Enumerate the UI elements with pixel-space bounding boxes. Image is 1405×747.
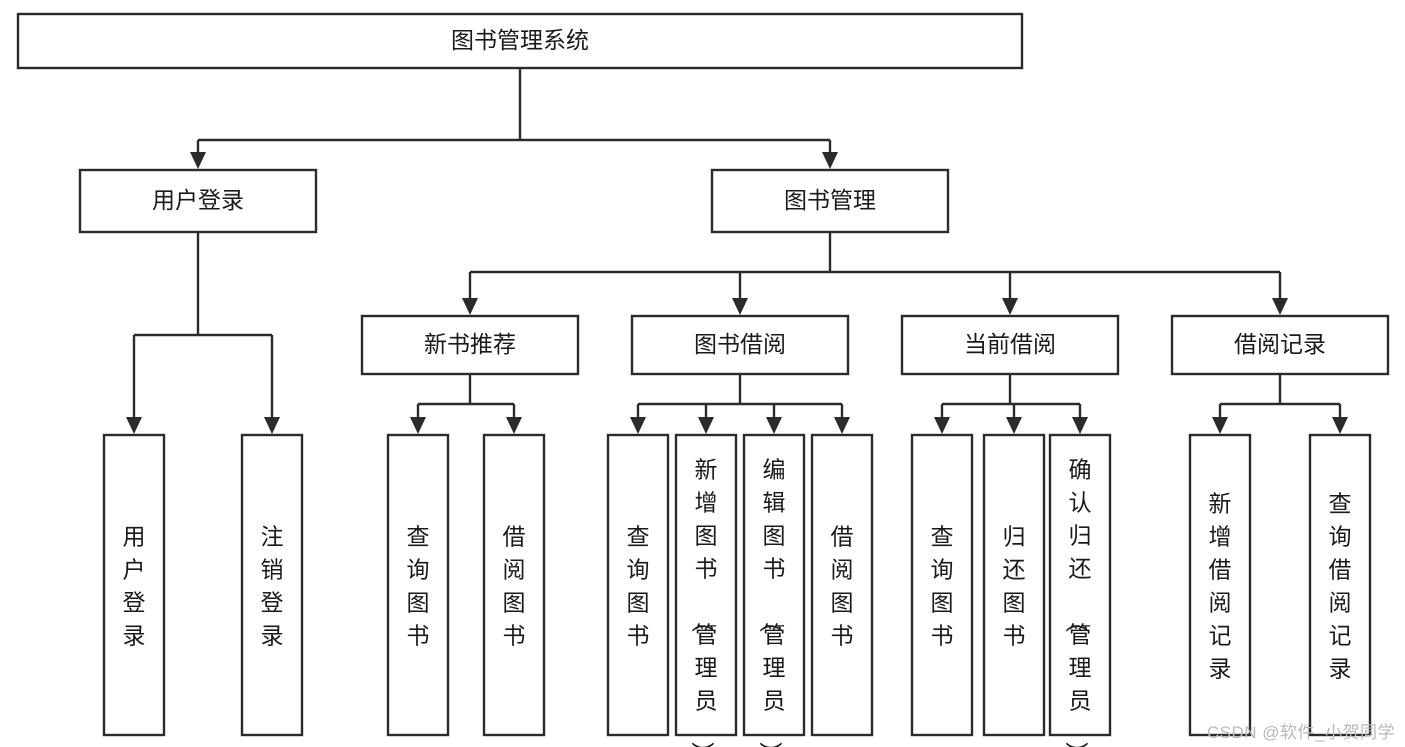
node-leaf-confirm-return[interactable]: 确认归还（管理员） [1048, 433, 1112, 747]
node-leaf-user-login-label: 用户登录 [123, 524, 146, 649]
node-leaf-borrow-book-1-rect [482, 433, 546, 737]
arrow-head-icon [732, 298, 748, 315]
arrow-head-icon [1332, 417, 1348, 434]
node-borrow-record[interactable]: 借阅记录 [1170, 314, 1390, 376]
node-user-login[interactable]: 用户登录 [78, 168, 318, 234]
node-leaf-confirm-return-label: 确认归还（管理员） [1064, 456, 1092, 747]
node-leaf-borrow-book-2-label: 借阅图书 [831, 524, 854, 649]
node-leaf-query-record-label: 查询借阅记录 [1329, 491, 1352, 682]
arrow-head-icon [630, 417, 646, 434]
node-root-label: 图书管理系统 [451, 27, 589, 53]
node-leaf-confirm-return-rect [1048, 433, 1112, 737]
node-leaf-query-book-3-label: 查询图书 [931, 524, 954, 649]
node-leaf-query-record[interactable]: 查询借阅记录 [1308, 433, 1372, 737]
node-leaf-borrow-book-1[interactable]: 借阅图书 [482, 433, 546, 737]
node-leaf-add-record-rect [1188, 433, 1252, 737]
node-leaf-query-book-3-rect [910, 433, 974, 737]
node-root-rect [16, 12, 1024, 70]
node-leaf-user-logout-rect [240, 433, 304, 737]
arrow-head-icon [766, 417, 782, 434]
node-user-login-rect [78, 168, 318, 234]
arrow-head-icon [834, 417, 850, 434]
arrow-head-icon [1212, 417, 1228, 434]
arrow-head-icon [822, 152, 838, 169]
node-book-manage-label: 图书管理 [784, 187, 876, 213]
node-leaf-borrow-book-2[interactable]: 借阅图书 [810, 433, 874, 737]
node-book-manage[interactable]: 图书管理 [710, 168, 950, 234]
node-leaf-return-book[interactable]: 归还图书 [982, 433, 1046, 737]
node-new-book-rec[interactable]: 新书推荐 [360, 314, 580, 376]
node-leaf-return-book-label: 归还图书 [1003, 524, 1026, 649]
node-new-book-rec-label: 新书推荐 [424, 331, 516, 357]
arrow-head-icon [934, 417, 950, 434]
arrow-head-icon [410, 417, 426, 434]
node-book-borrow-rect [630, 314, 850, 376]
node-leaf-edit-book-label: 编辑图书（管理员） [758, 456, 786, 747]
arrow-head-icon [264, 417, 280, 434]
node-leaf-query-book-3[interactable]: 查询图书 [910, 433, 974, 737]
node-leaf-edit-book-rect [742, 433, 806, 737]
node-leaf-add-record[interactable]: 新增借阅记录 [1188, 433, 1252, 737]
edge-layer [126, 68, 1348, 434]
node-leaf-add-book-label: 新增图书（管理员） [690, 456, 718, 747]
arrow-head-icon [506, 417, 522, 434]
node-leaf-add-book[interactable]: 新增图书（管理员） [674, 433, 738, 747]
node-leaf-borrow-book-1-label: 借阅图书 [503, 524, 526, 649]
node-leaf-query-record-rect [1308, 433, 1372, 737]
node-current-borrow-rect [900, 314, 1120, 376]
node-borrow-record-label: 借阅记录 [1234, 331, 1326, 357]
node-leaf-add-record-label: 新增借阅记录 [1209, 491, 1232, 682]
node-leaf-query-book-2[interactable]: 查询图书 [606, 433, 670, 737]
arrow-head-icon [1272, 298, 1288, 315]
arrow-head-icon [1006, 417, 1022, 434]
arrow-head-icon [1072, 417, 1088, 434]
node-user-login-label: 用户登录 [152, 187, 244, 213]
node-new-book-rec-rect [360, 314, 580, 376]
node-leaf-user-login[interactable]: 用户登录 [102, 433, 166, 737]
node-leaf-add-book-rect [674, 433, 738, 737]
arrow-head-icon [462, 298, 478, 315]
node-root[interactable]: 图书管理系统 [16, 12, 1024, 70]
node-layer: 图书管理系统用户登录图书管理新书推荐图书借阅当前借阅借阅记录用户登录注销登录查询… [16, 12, 1390, 747]
node-leaf-query-book-2-rect [606, 433, 670, 737]
node-leaf-query-book-1-label: 查询图书 [407, 524, 430, 649]
node-leaf-query-book-1-rect [386, 433, 450, 737]
node-leaf-return-book-rect [982, 433, 1046, 737]
arrow-head-icon [190, 152, 206, 169]
node-leaf-borrow-book-2-rect [810, 433, 874, 737]
node-current-borrow[interactable]: 当前借阅 [900, 314, 1120, 376]
arrow-head-icon [698, 417, 714, 434]
node-leaf-user-logout[interactable]: 注销登录 [240, 433, 304, 737]
node-leaf-query-book-1[interactable]: 查询图书 [386, 433, 450, 737]
node-book-manage-rect [710, 168, 950, 234]
node-leaf-query-book-2-label: 查询图书 [627, 524, 650, 649]
arrow-head-icon [1002, 298, 1018, 315]
node-book-borrow[interactable]: 图书借阅 [630, 314, 850, 376]
node-current-borrow-label: 当前借阅 [964, 331, 1056, 357]
node-borrow-record-rect [1170, 314, 1390, 376]
arrow-head-icon [126, 417, 142, 434]
node-leaf-user-logout-label: 注销登录 [261, 524, 284, 649]
node-leaf-edit-book[interactable]: 编辑图书（管理员） [742, 433, 806, 747]
node-book-borrow-label: 图书借阅 [694, 331, 786, 357]
node-leaf-user-login-rect [102, 433, 166, 737]
